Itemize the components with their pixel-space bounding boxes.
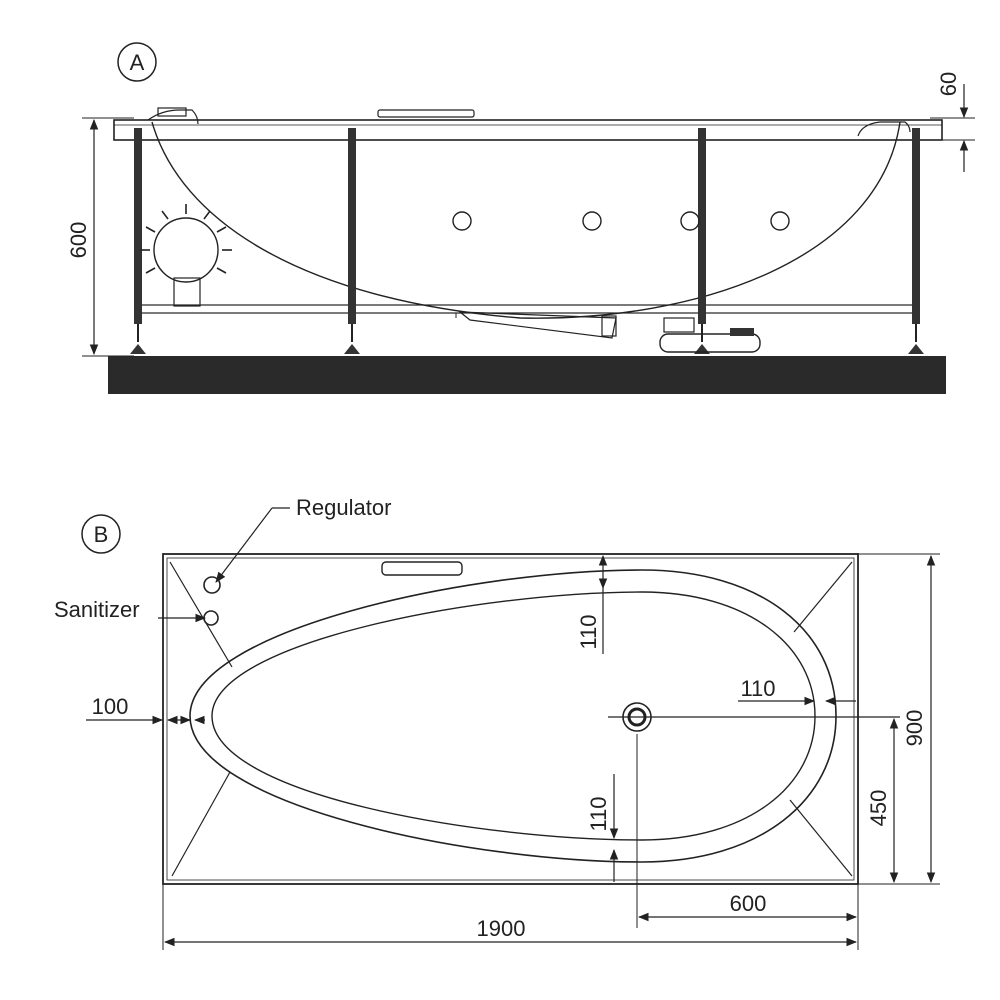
dimension-length: 1900 bbox=[162, 884, 859, 950]
dimension-rim-top: 110 bbox=[576, 554, 608, 654]
sanitizer-control: Sanitizer bbox=[54, 597, 219, 626]
dimension-rim-right: 110 bbox=[738, 676, 856, 706]
view-a-side-elevation: A bbox=[66, 42, 975, 394]
dimension-length-label: 1900 bbox=[477, 916, 526, 941]
dimension-rim-top-label: 110 bbox=[576, 614, 601, 649]
regulator-control: Regulator bbox=[203, 495, 391, 594]
dimension-half-width-label: 450 bbox=[866, 790, 891, 827]
dimension-rim-left: 100 bbox=[86, 694, 205, 725]
corner-lines bbox=[169, 561, 853, 877]
jet-nozzles bbox=[452, 211, 790, 231]
view-b-plan-view: B Regulator Sanitizer bbox=[54, 495, 940, 950]
tub-basin-curve bbox=[151, 121, 901, 319]
tub-leg bbox=[130, 128, 146, 354]
dimension-width: 900 bbox=[858, 553, 940, 885]
view-b-marker-label: B bbox=[94, 522, 109, 547]
dimension-drain-offset: 600 bbox=[636, 734, 858, 928]
tub-rim bbox=[113, 107, 943, 141]
tub-leg bbox=[908, 128, 924, 354]
view-a-marker-label: A bbox=[130, 50, 145, 75]
regulator-label: Regulator bbox=[296, 495, 391, 520]
dimension-width-label: 900 bbox=[902, 710, 927, 747]
dimension-rim-label: 60 bbox=[936, 72, 961, 96]
view-b-marker: B bbox=[81, 514, 121, 554]
dimension-half-width: 450 bbox=[866, 717, 899, 884]
drain bbox=[608, 702, 900, 732]
tub-leg bbox=[694, 128, 710, 354]
jet-nozzle bbox=[452, 211, 472, 231]
sanitizer-label: Sanitizer bbox=[54, 597, 140, 622]
dimension-rim: 60 bbox=[930, 72, 975, 172]
tub-outline bbox=[162, 553, 859, 885]
basin-inner-edge bbox=[211, 591, 816, 841]
jet-nozzle bbox=[770, 211, 790, 231]
dimension-rim-right-label: 110 bbox=[740, 676, 775, 701]
dimension-rim-bottom: 110 bbox=[586, 774, 619, 882]
pump-motor bbox=[140, 204, 232, 307]
tub-frame bbox=[139, 304, 915, 318]
dimension-height: 600 bbox=[66, 117, 134, 357]
jet-nozzle bbox=[582, 211, 602, 231]
dimension-rim-left-label: 100 bbox=[92, 694, 129, 719]
headrest-handle bbox=[381, 561, 463, 576]
tub-leg bbox=[344, 128, 360, 354]
basin-outer-edge bbox=[189, 569, 837, 863]
drain-assembly bbox=[458, 311, 761, 353]
view-a-marker: A bbox=[117, 42, 157, 82]
dimension-height-label: 600 bbox=[66, 222, 91, 259]
jet-nozzle bbox=[680, 211, 700, 231]
dimension-rim-bottom-label: 110 bbox=[586, 796, 611, 831]
dimension-drain-offset-label: 600 bbox=[730, 891, 767, 916]
floor-slab bbox=[108, 356, 946, 394]
